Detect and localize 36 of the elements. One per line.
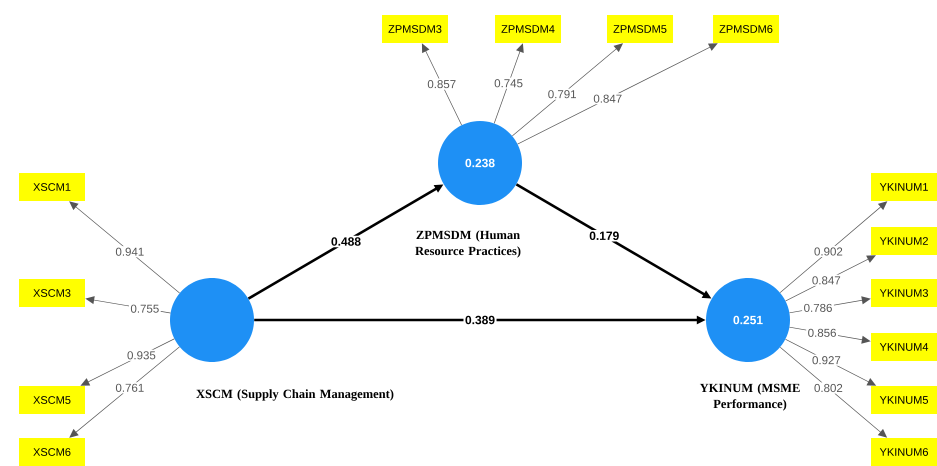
edge-label: 0.389 (465, 316, 495, 324)
indicator-box: ZPMSDM6 (713, 15, 779, 43)
edge-label: 0.802 (814, 384, 842, 392)
edge-label: 0.927 (812, 356, 840, 364)
edge-label: 0.786 (804, 304, 832, 312)
indicator-box: ZPMSDM3 (382, 15, 448, 43)
edge-label: 0.902 (814, 247, 842, 256)
edge-label: 0.488 (331, 237, 361, 246)
indicator-box: XSCM5 (19, 386, 85, 414)
edge-label: 0.935 (127, 351, 156, 360)
indicator-box: YKINUM3 (871, 279, 937, 307)
indicator-box: YKINUM4 (871, 333, 937, 361)
indicator-box: ZPMSDM5 (607, 15, 673, 43)
edge-label: 0.857 (428, 80, 456, 88)
edge-label: 0.847 (812, 276, 840, 284)
construct-caption: YKINUM (MSME Performance) (700, 383, 800, 411)
edge-label: 0.941 (116, 248, 144, 256)
indicator-box: XSCM1 (19, 173, 85, 201)
edge-label: 0.179 (590, 232, 619, 240)
indicator-box: YKINUM6 (871, 438, 937, 466)
indicator-box: XSCM6 (19, 438, 85, 466)
edge-label: 0.791 (548, 90, 576, 98)
construct-caption: ZPMSDM (Human Resource Practices) (415, 230, 520, 258)
edge-label: 0.847 (594, 94, 622, 103)
indicator-box: YKINUM2 (871, 227, 937, 255)
edge-label: 0.856 (808, 328, 836, 337)
edge-label: 0.761 (116, 384, 144, 392)
construct-caption: XSCM (Supply Chain Management) (196, 389, 394, 401)
arrow (780, 201, 888, 293)
arrow (69, 201, 180, 294)
indicator-box: YKINUM5 (871, 386, 937, 414)
indicator-box: YKINUM1 (871, 173, 937, 201)
edge-label: 0.755 (130, 304, 159, 313)
indicator-box: ZPMSDM4 (495, 15, 561, 43)
edge-label: 0.745 (494, 79, 522, 88)
indicator-box: XSCM3 (19, 279, 85, 307)
